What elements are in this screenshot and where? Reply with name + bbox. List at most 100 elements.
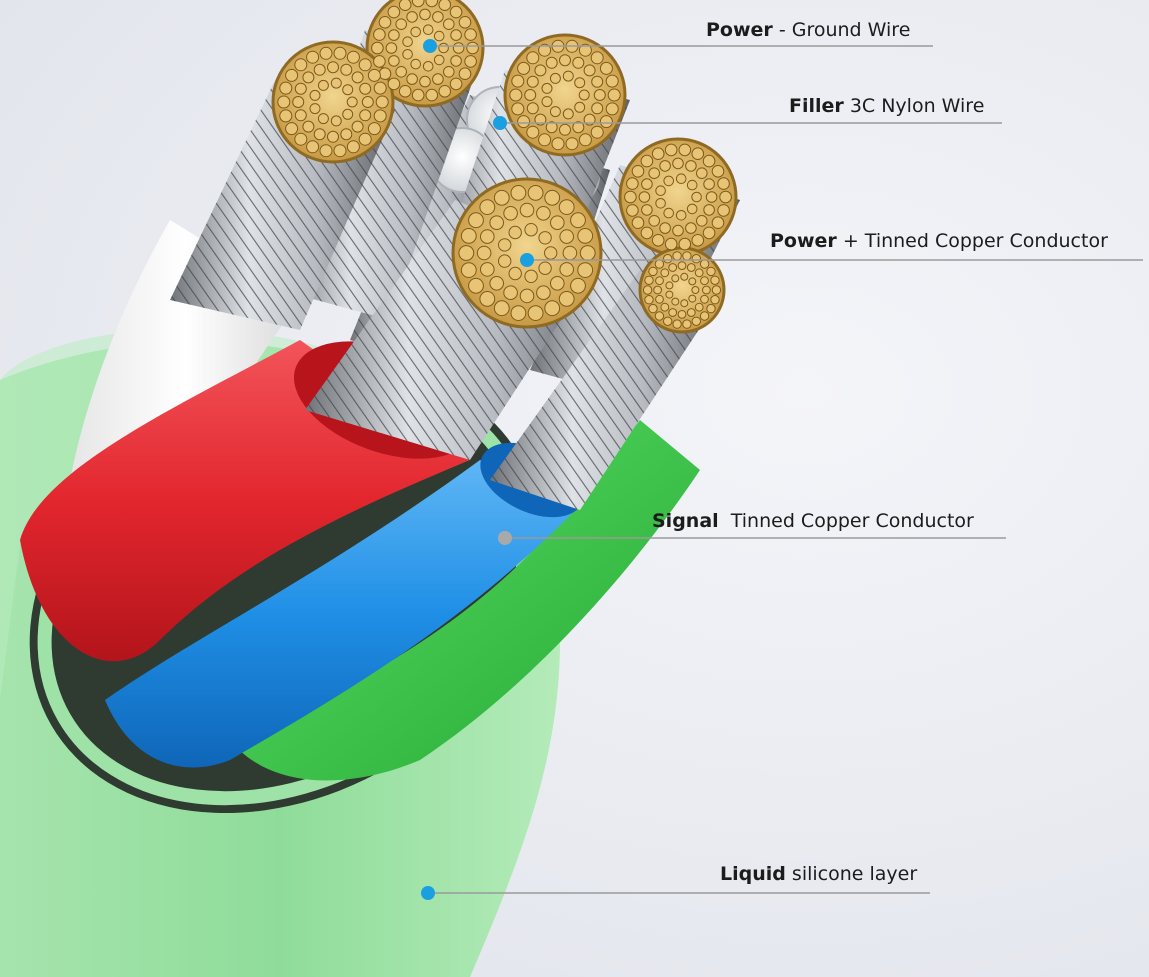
copper-strand — [373, 55, 386, 68]
copper-strand — [411, 0, 425, 8]
copper-strand — [699, 259, 710, 269]
copper-strand — [319, 144, 333, 158]
copper-strand — [351, 120, 364, 133]
copper-strand — [624, 190, 637, 204]
copper-strand — [527, 185, 544, 201]
copper-strand — [373, 109, 387, 123]
copper-strand — [524, 89, 537, 101]
copper-strand — [550, 215, 565, 230]
callout-filler-bold: Filler — [789, 95, 844, 117]
copper-strand — [694, 268, 704, 278]
copper-strand — [306, 140, 320, 154]
copper-strand — [545, 56, 558, 69]
copper-strand — [711, 285, 722, 295]
copper-strand — [432, 11, 444, 23]
copper-strand — [680, 272, 689, 281]
copper-strand — [479, 291, 496, 307]
copper-strand — [663, 254, 673, 264]
copper-strand — [511, 102, 525, 116]
copper-strand — [685, 222, 697, 234]
copper-strand — [294, 58, 308, 72]
copper-strand — [536, 285, 551, 301]
copper-strand — [378, 16, 392, 29]
copper-strand — [654, 311, 665, 321]
copper-strand — [510, 305, 527, 322]
copper-strand — [703, 178, 715, 190]
copper-strand — [691, 234, 705, 247]
copper-strand — [526, 51, 540, 65]
copper-strand — [508, 266, 522, 281]
copper-strand — [460, 228, 477, 244]
copper-strand — [599, 61, 613, 75]
copper-strand — [468, 212, 484, 229]
copper-strand — [480, 229, 495, 244]
copper-strand — [685, 160, 697, 172]
copper-strand — [672, 319, 682, 329]
copper-strand — [534, 64, 547, 77]
copper-strand — [313, 128, 326, 141]
callout-filler-text: 3C Nylon Wire — [843, 95, 985, 117]
copper-strand — [577, 262, 594, 279]
copper-strand — [433, 54, 445, 66]
copper-strand — [398, 85, 412, 98]
copper-strand — [510, 185, 527, 201]
copper-strand — [319, 46, 333, 60]
copper-strand — [700, 294, 709, 304]
copper-strand — [691, 254, 701, 264]
leader-dot-ground-wire — [423, 39, 437, 53]
copper-strand — [691, 286, 700, 294]
copper-strand — [675, 210, 687, 221]
copper-strand — [574, 77, 586, 89]
copper-strand — [544, 300, 561, 317]
copper-strand — [686, 179, 698, 191]
copper-strand — [696, 167, 708, 179]
copper-strand — [710, 295, 720, 305]
callout-ground-wire: Power - Ground Wire — [706, 21, 910, 40]
copper-strand — [544, 189, 561, 206]
copper-strand — [648, 215, 661, 227]
copper-strand — [711, 216, 725, 229]
callout-leaders — [421, 39, 1143, 900]
copper-strand — [672, 251, 682, 261]
copper-strand — [562, 245, 578, 261]
copper-strand — [641, 204, 653, 216]
copper-strand — [694, 302, 704, 312]
callout-power-plus: Power + Tinned Copper Conductor — [770, 232, 1108, 251]
copper-strand — [710, 275, 720, 285]
copper-strand — [682, 251, 692, 261]
callout-silicone: Liquid silicone layer — [720, 865, 917, 884]
copper-strand — [655, 294, 664, 304]
copper-strand — [292, 96, 305, 108]
copper-strand — [559, 123, 571, 136]
copper-strand — [541, 96, 553, 108]
copper-strand — [358, 58, 372, 72]
copper-strand — [660, 302, 670, 312]
copper-strand — [458, 16, 472, 29]
copper-strand — [378, 67, 392, 80]
copper-strand — [638, 191, 651, 203]
copper-strand-texture — [277, 0, 732, 329]
copper-strand — [452, 42, 465, 54]
copper-strand — [517, 61, 531, 75]
copper-strand — [678, 237, 692, 251]
copper-strand — [578, 133, 592, 147]
copper-strand — [545, 121, 558, 134]
copper-strand — [671, 274, 680, 283]
copper-strand — [327, 130, 339, 143]
copper-strand — [277, 95, 291, 109]
copper-strand — [559, 54, 571, 67]
copper-strand — [574, 101, 586, 113]
copper-strand — [410, 58, 422, 70]
copper-strand — [387, 5, 401, 19]
copper-strand — [570, 212, 586, 229]
copper-strand — [591, 75, 604, 88]
copper-strand — [706, 303, 716, 314]
copper-strand — [605, 74, 619, 88]
copper-strand — [464, 55, 477, 68]
copper-strand — [654, 259, 665, 269]
copper-strand — [330, 115, 342, 127]
copper-strand — [340, 63, 353, 76]
copper-strand — [509, 88, 523, 102]
copper-strand — [682, 319, 692, 329]
copper-strand — [458, 67, 472, 80]
